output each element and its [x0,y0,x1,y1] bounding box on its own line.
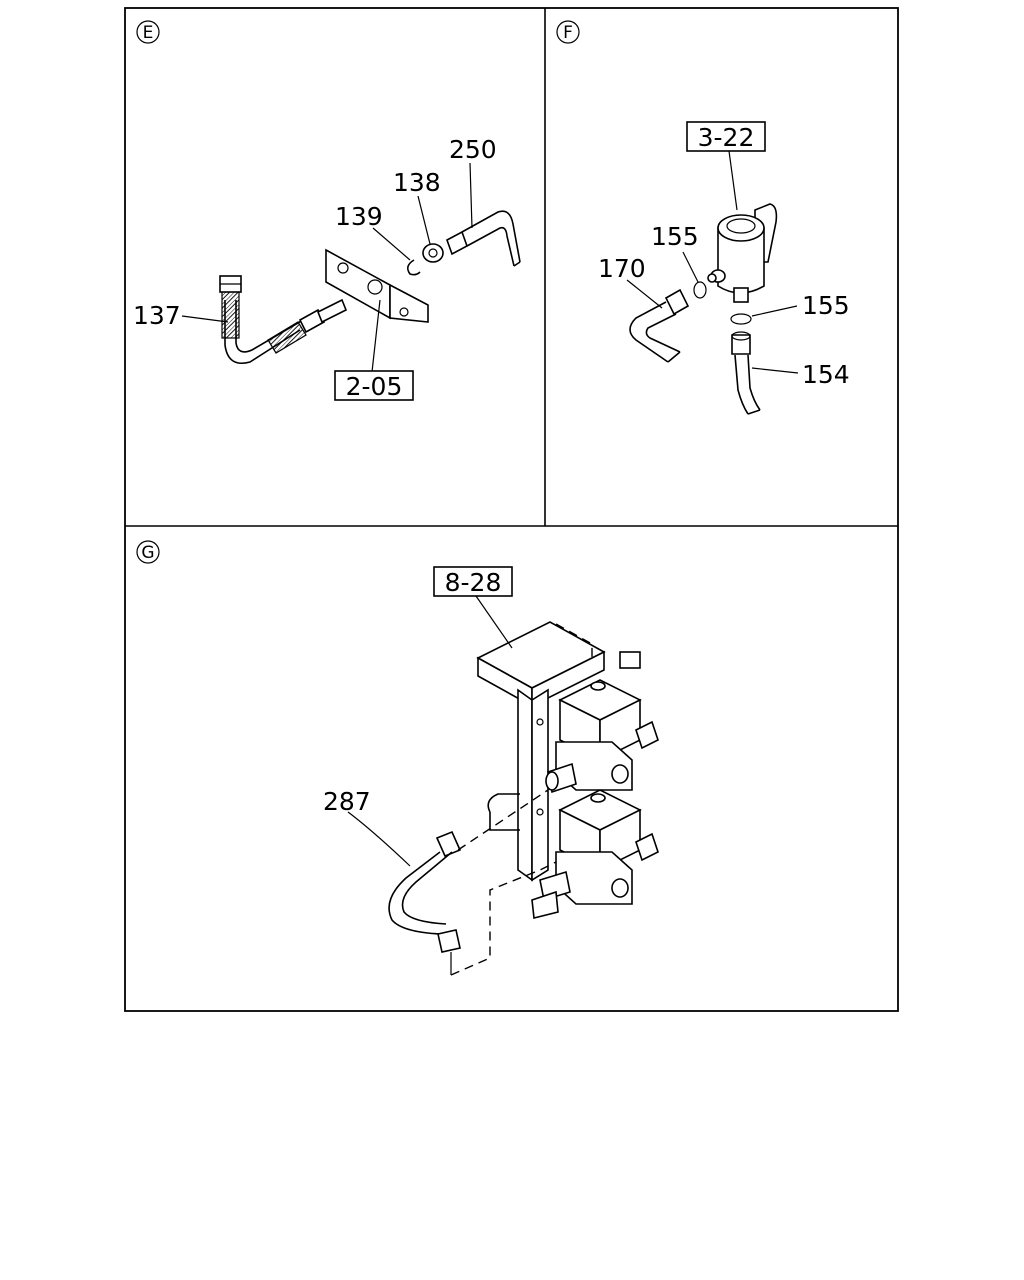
panel-g-badge: G [141,543,154,563]
panel-f: F 3-22 [556,20,850,415]
label-139: 139 [335,202,383,231]
oring-155-upper [693,281,707,299]
label-154: 154 [802,360,850,389]
valve-assembly-8-28 [476,621,659,919]
panel-g: G 8-28 [136,540,659,976]
oring-155-lower [730,313,752,325]
panel-e: E [133,20,521,401]
ref-label-2-05: 2-05 [346,372,403,401]
panel-e-badge-circle [136,20,160,44]
nut-138 [422,243,444,263]
ref-box-3-22 [686,121,766,152]
ref-label-3-22: 3-22 [698,123,755,152]
panel-e-badge: E [143,23,154,43]
panel-f-badge-circle [556,20,580,44]
pipe-287 [388,789,557,976]
label-170: 170 [598,254,646,283]
label-138: 138 [393,168,441,197]
ref-label-8-28: 8-28 [445,568,502,597]
panel-f-badge: F [563,23,573,43]
label-287: 287 [323,787,371,816]
ref-box-8-28 [433,566,513,597]
label-155-lower: 155 [802,291,850,320]
hose-137 [219,275,348,364]
panel-g-badge-circle [136,540,160,564]
reservoir-3-22 [707,203,778,303]
pipe-154 [731,331,761,415]
ref-box-2-05 [334,370,414,401]
pipe-170 [629,288,690,363]
clip-139 [406,259,421,276]
label-137: 137 [133,301,181,330]
diagram-frame [124,7,899,1012]
label-250: 250 [449,135,497,164]
pipe-250 [446,210,521,267]
bracket-2-05 [325,248,429,323]
label-155-upper: 155 [651,222,699,251]
